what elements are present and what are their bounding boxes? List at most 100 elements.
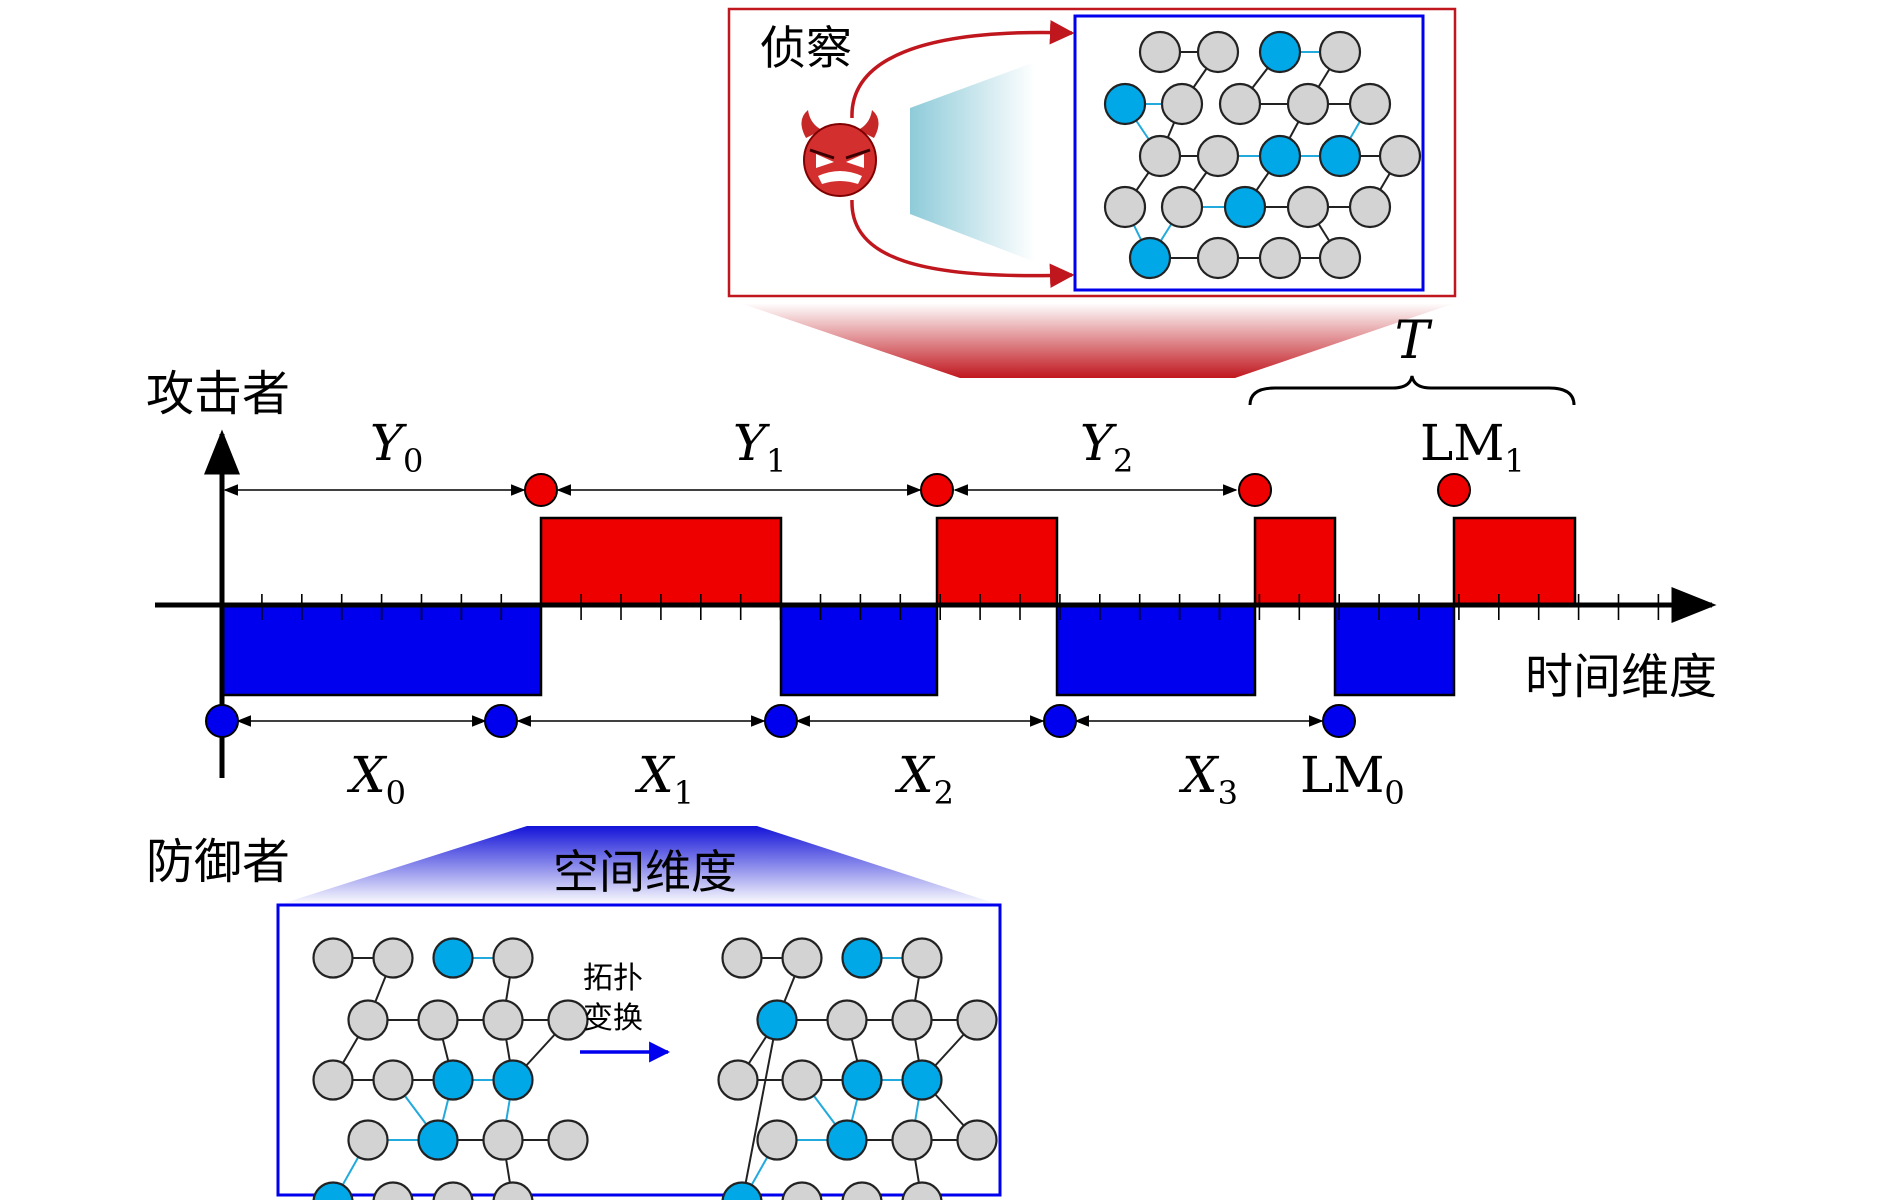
network-node <box>482 1119 524 1161</box>
network-node <box>432 937 474 979</box>
network-node <box>956 1119 998 1161</box>
network-node <box>1378 134 1422 178</box>
defender-block <box>779 603 939 697</box>
network-node <box>347 1119 389 1161</box>
network-node <box>312 1059 354 1101</box>
network-node <box>826 999 868 1041</box>
network-node <box>432 1181 474 1200</box>
interval-label-x2: X2 <box>894 746 954 812</box>
network-node <box>347 999 389 1041</box>
network-node <box>1160 185 1204 229</box>
network-node <box>756 999 798 1041</box>
network-node <box>312 1181 354 1200</box>
space-inset: 空间维度 拓扑 变换 <box>276 826 1002 1200</box>
scan-beam <box>910 62 1035 262</box>
network-node <box>781 1181 823 1200</box>
defense-event-dot <box>1322 704 1356 738</box>
interval-label-y2: Y2 <box>1080 414 1133 480</box>
network-node <box>547 1119 589 1161</box>
network-before-graph <box>312 937 589 1200</box>
lm0-label: LM0 <box>1300 746 1405 812</box>
interval-label-y1: Y1 <box>733 414 786 480</box>
network-node <box>492 937 534 979</box>
network-node <box>721 937 763 979</box>
lm1-label: LM1 <box>1420 414 1525 480</box>
defense-event-dot <box>484 704 518 738</box>
network-node <box>841 1059 883 1101</box>
space-zoom-funnel <box>278 826 1000 905</box>
network-node <box>1128 236 1172 280</box>
network-node <box>372 1059 414 1101</box>
network-node <box>1258 134 1302 178</box>
interval-label-x1: X1 <box>634 746 694 812</box>
recon-label: 侦察 <box>760 21 852 75</box>
network-node <box>1196 236 1240 280</box>
interval-label-x0: X0 <box>346 746 406 812</box>
defender-label: 防御者 <box>146 834 290 890</box>
network-node <box>956 999 998 1041</box>
network-node <box>717 1059 759 1101</box>
event-dots <box>205 473 1471 738</box>
attack-event-dot <box>1238 473 1272 507</box>
time-axis-ticks <box>221 594 1660 620</box>
attacker-label: 攻击者 <box>146 366 290 422</box>
interval-label-x3: X3 <box>1178 746 1238 812</box>
topology-change-label: 拓扑 <box>583 961 643 996</box>
network-node <box>1138 134 1182 178</box>
interval-label-y0: Y0 <box>370 414 423 480</box>
network-node <box>1258 236 1302 280</box>
network-node <box>901 937 943 979</box>
network-node <box>547 999 589 1041</box>
attacker-block <box>1253 516 1337 607</box>
attacker-block <box>935 516 1059 607</box>
recon-arrow-upper <box>850 20 1075 119</box>
network-node <box>781 937 823 979</box>
recon-network-frame <box>1073 14 1425 292</box>
recon-arrow-lower <box>850 199 1075 288</box>
network-node <box>1103 82 1147 126</box>
network-node <box>1223 185 1267 229</box>
network-node <box>1103 185 1147 229</box>
space-dimension-label: 空间维度 <box>553 845 737 899</box>
defense-event-dot <box>1043 704 1077 738</box>
network-node <box>841 937 883 979</box>
attacker-block <box>1452 516 1577 607</box>
attacker-interval-labels: Y0 Y1 Y2 <box>370 414 1133 480</box>
recon-inset: 侦察 <box>727 7 1457 378</box>
recon-network-graph <box>1103 30 1422 280</box>
period-label: T <box>1395 311 1433 371</box>
topology-change-label-line2: 变换 <box>583 1001 643 1036</box>
network-node <box>1348 82 1392 126</box>
defense-event-dot <box>205 704 239 738</box>
devil-face-icon <box>801 110 879 197</box>
defender-interval-labels: X0 X1 X2 X3 <box>346 746 1238 812</box>
network-node <box>781 1059 823 1101</box>
network-node <box>721 1181 763 1200</box>
time-dimension-label: 时间维度 <box>1525 649 1717 705</box>
network-node <box>1258 30 1302 74</box>
network-node <box>756 1119 798 1161</box>
network-node <box>1218 82 1262 126</box>
network-node <box>1138 30 1182 74</box>
network-node <box>901 1059 943 1101</box>
recon-zoom-funnel <box>740 303 1455 378</box>
occupancy-blocks <box>220 516 1577 697</box>
attacker-block <box>539 516 783 607</box>
network-node <box>417 1119 459 1161</box>
network-node <box>1286 185 1330 229</box>
network-node <box>1348 185 1392 229</box>
network-node <box>1160 82 1204 126</box>
interval-arrows <box>223 484 1324 727</box>
network-node <box>492 1059 534 1101</box>
network-node <box>312 937 354 979</box>
attack-event-dot <box>1437 473 1471 507</box>
network-node <box>1318 134 1362 178</box>
network-node <box>901 1181 943 1200</box>
network-node <box>417 999 459 1041</box>
network-after-graph <box>717 937 998 1200</box>
defender-block <box>1055 603 1257 697</box>
network-node <box>432 1059 474 1101</box>
network-node <box>1318 236 1362 280</box>
network-edge <box>741 1019 778 1200</box>
